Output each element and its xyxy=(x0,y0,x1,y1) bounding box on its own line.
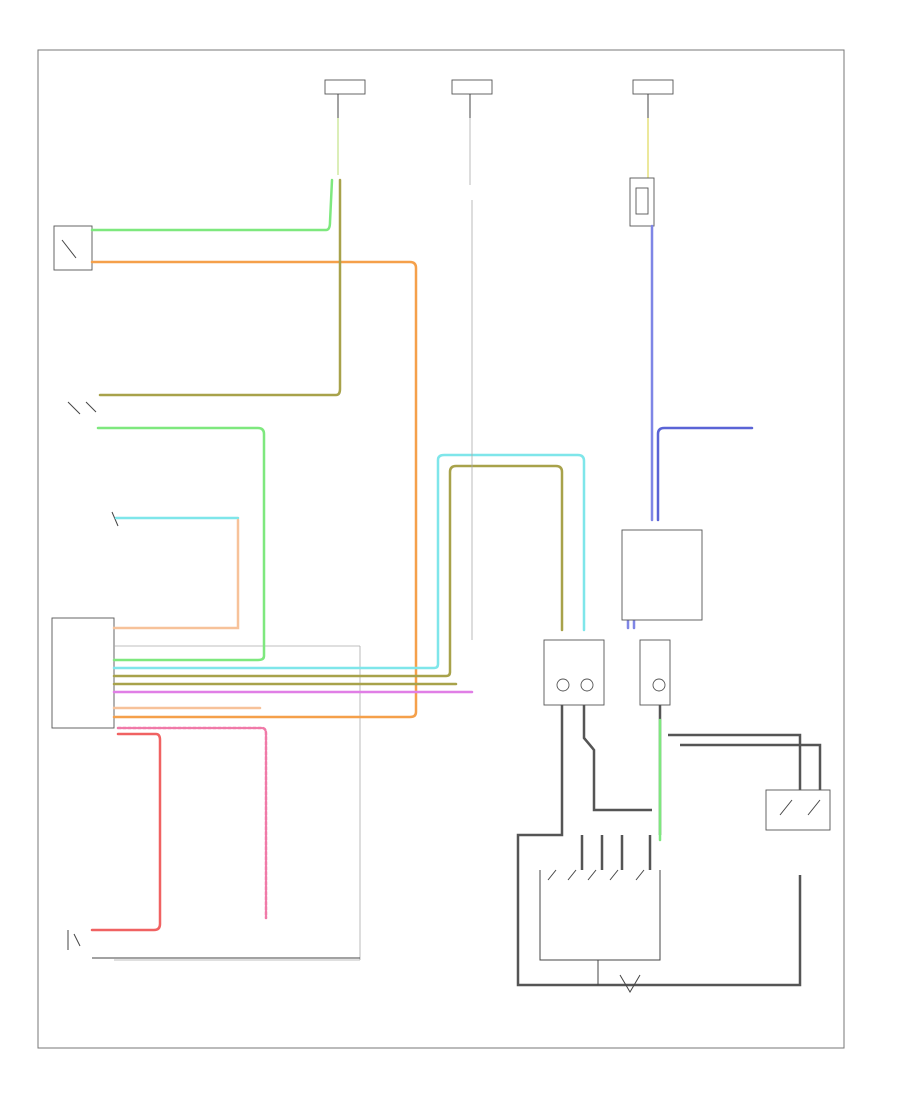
control-module xyxy=(51,617,361,961)
wire-red xyxy=(90,732,162,932)
wire-lt-green-upper xyxy=(90,178,334,232)
wire-blue-2 xyxy=(656,426,754,522)
transmission-range-switch xyxy=(547,869,645,881)
wire-peach xyxy=(112,518,240,630)
diagram-border xyxy=(37,49,845,1049)
fuse-leads xyxy=(337,118,649,185)
wire-olive-lower xyxy=(112,464,564,678)
switch-upper-left xyxy=(53,225,93,271)
reverse-lamp-switch xyxy=(67,930,81,950)
shift-solenoid xyxy=(543,639,671,706)
wire-olive-brake xyxy=(98,178,342,397)
wire-cyan xyxy=(112,453,586,670)
speed-sensor xyxy=(111,511,119,527)
brake-pedal-switch xyxy=(67,401,97,415)
fuel-injector xyxy=(629,177,655,227)
fuse-top-mid xyxy=(451,79,493,118)
fuse-top-left xyxy=(324,79,366,118)
shift-lever xyxy=(621,529,703,621)
wire-pink-dashed xyxy=(116,726,268,920)
black-wiring-lower xyxy=(516,705,822,993)
fuse-top-right xyxy=(632,79,674,118)
wire-lt-green-lower xyxy=(96,426,266,662)
wire-orange xyxy=(90,260,418,719)
relay-right xyxy=(765,789,831,831)
